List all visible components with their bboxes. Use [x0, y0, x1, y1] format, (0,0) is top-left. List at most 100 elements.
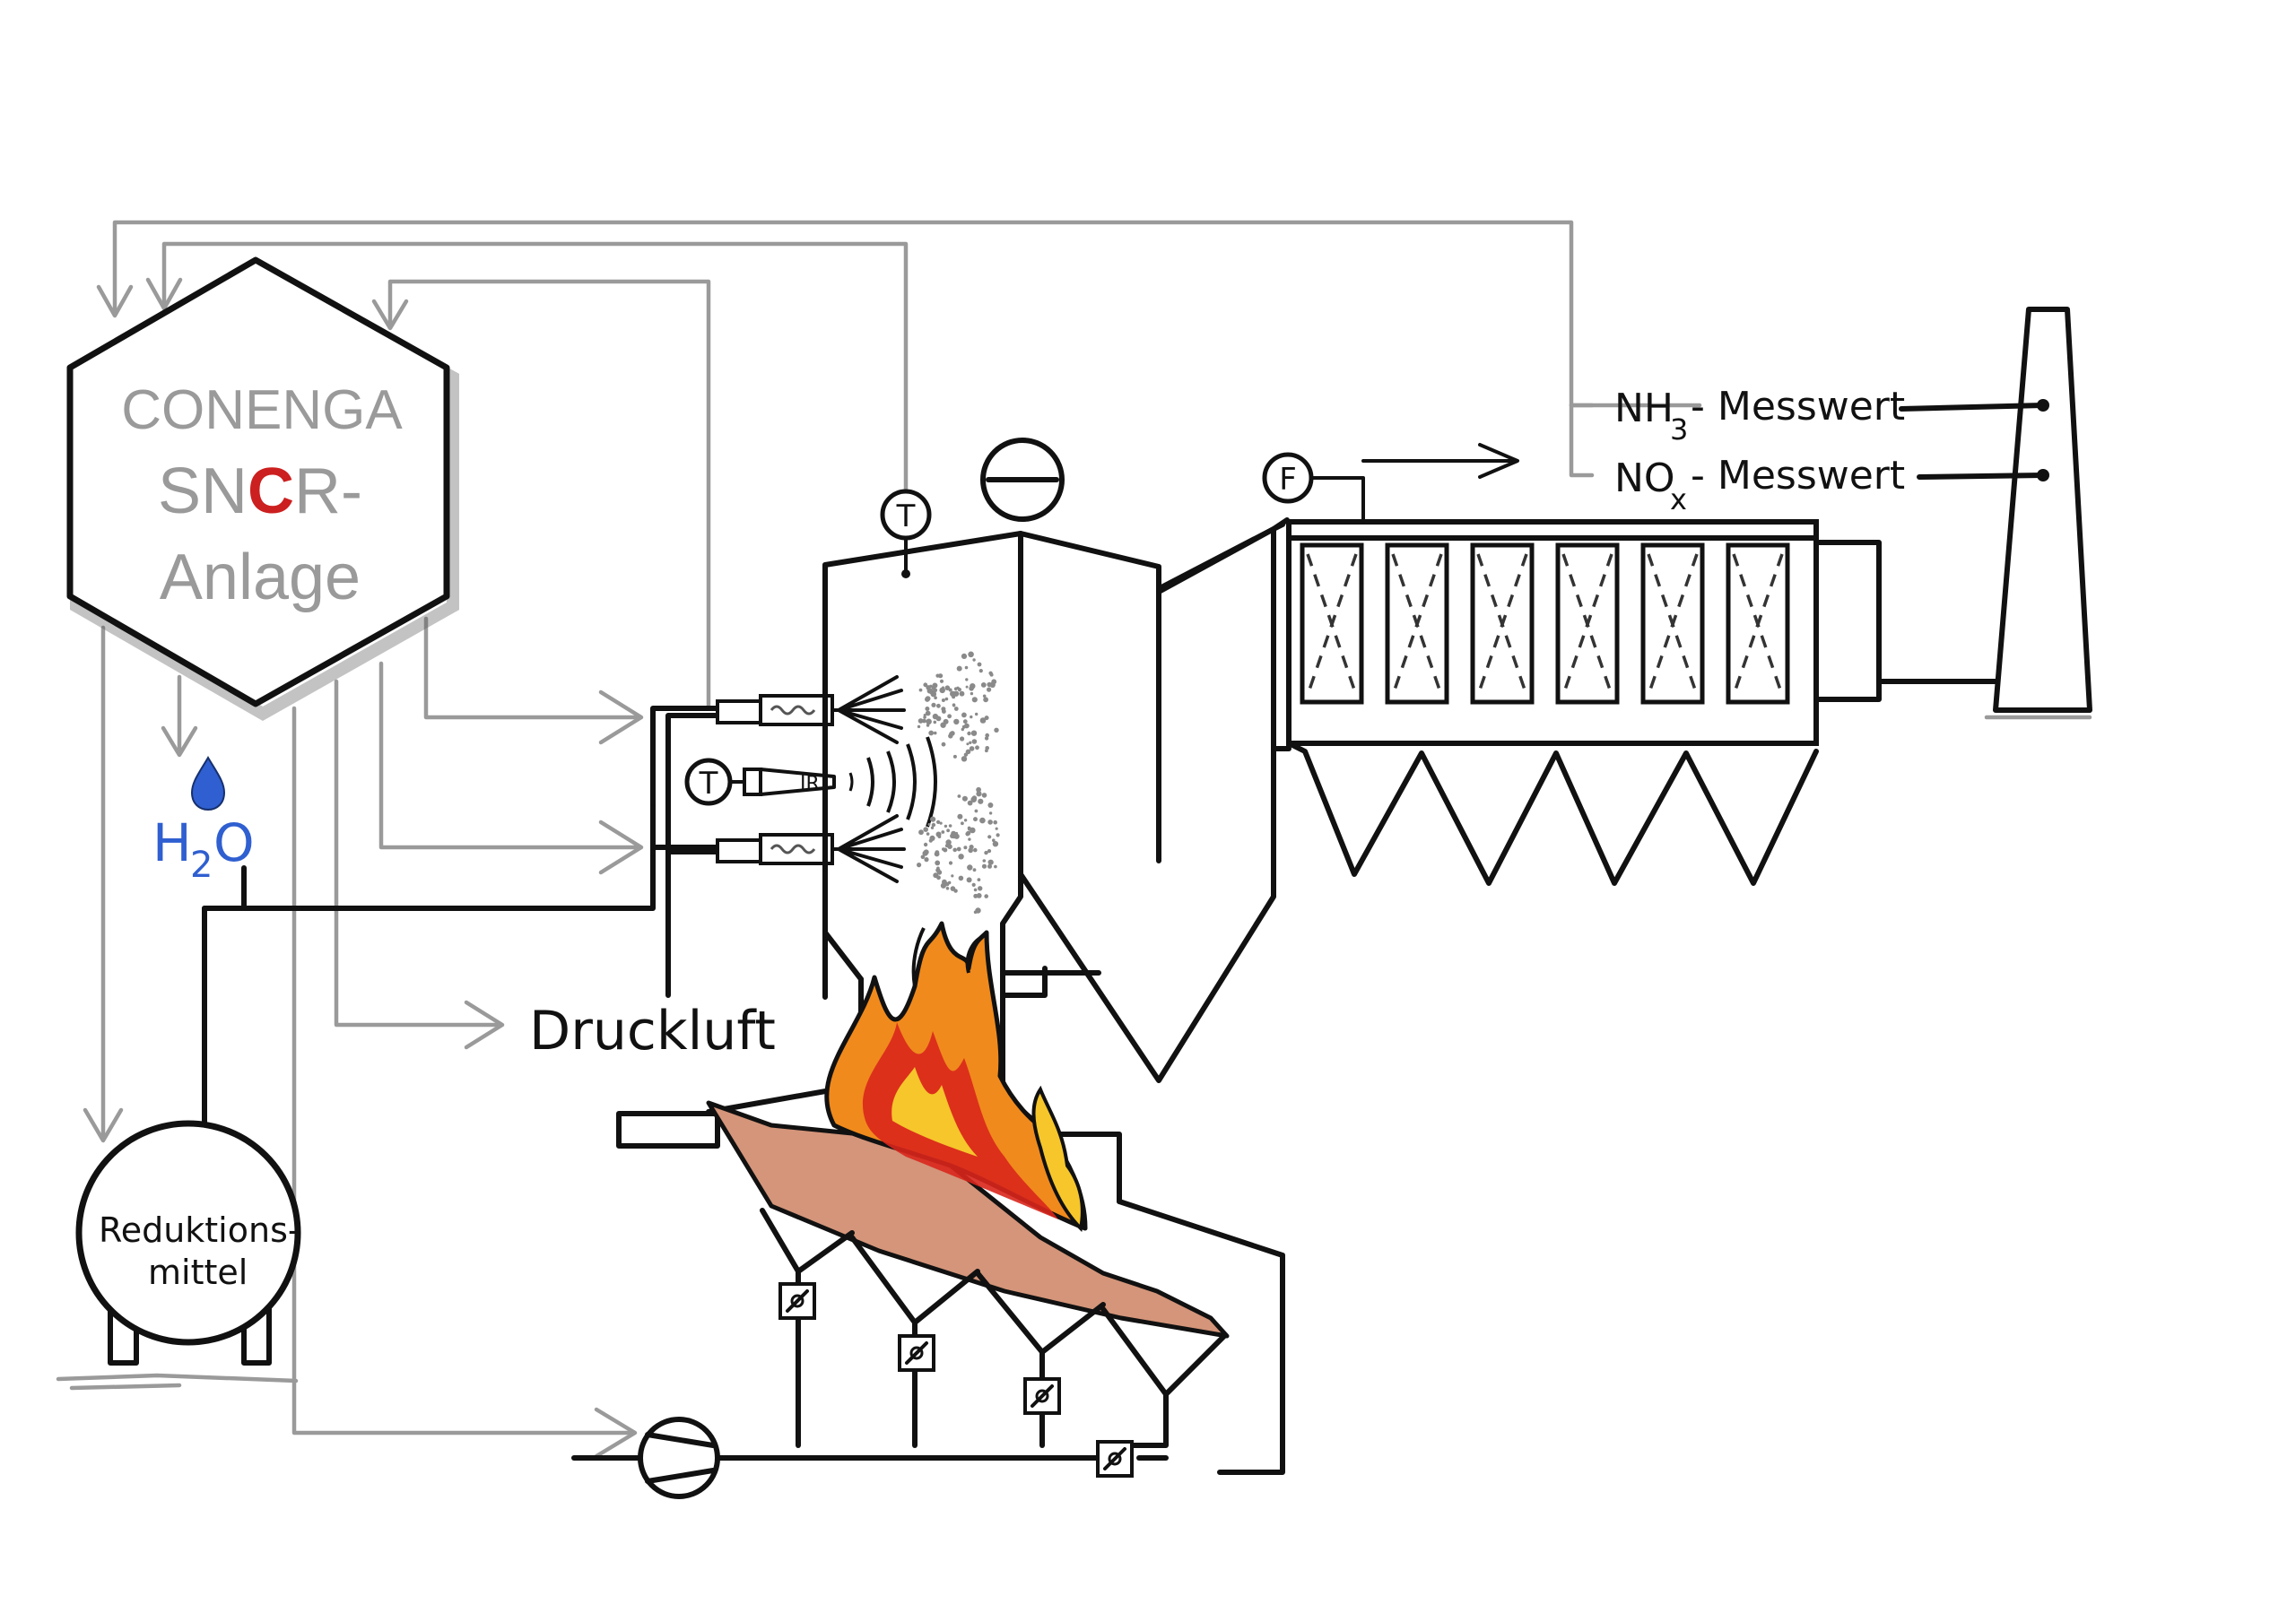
- spray-droplet: [970, 715, 973, 719]
- spray-droplet: [952, 847, 957, 853]
- spray-droplet: [939, 821, 943, 825]
- spray-droplet: [968, 651, 974, 658]
- spray-droplet: [940, 882, 946, 889]
- spray-droplet: [975, 712, 978, 716]
- bag-filter: F: [1262, 443, 1998, 886]
- spray-droplet: [983, 697, 988, 703]
- spray-droplet: [994, 727, 999, 733]
- spray-droplet: [969, 741, 972, 744]
- spray-droplet: [960, 736, 965, 742]
- spray-droplet: [967, 731, 971, 736]
- water-label-o: O: [213, 812, 255, 873]
- spray-droplet: [984, 736, 989, 741]
- spray-droplet: [971, 739, 978, 744]
- spray-droplet: [928, 730, 935, 736]
- spray-droplet: [942, 847, 945, 851]
- fire-flames: [824, 921, 1088, 1233]
- spray-droplet: [987, 802, 994, 808]
- spray-droplet: [948, 733, 953, 739]
- spray-droplet: [952, 754, 957, 759]
- reduktionsmittel-tank: Reduktions- mittel: [56, 1120, 301, 1391]
- water-supply: H 2 O: [152, 756, 255, 911]
- spray-droplet: [963, 846, 968, 850]
- spray-droplet: [951, 874, 954, 878]
- spray-droplet: [993, 820, 997, 825]
- spray-droplet: [941, 707, 946, 712]
- spray-droplet: [925, 710, 931, 716]
- spray-droplet: [995, 827, 998, 830]
- spray-droplet: [996, 833, 1000, 837]
- spray-droplet: [944, 685, 951, 690]
- spray-droplet: [992, 841, 999, 847]
- spray-droplet: [994, 864, 997, 869]
- spray-droplet: [944, 824, 948, 828]
- spray-droplet: [926, 718, 932, 725]
- spray-droplet: [947, 714, 952, 719]
- spray-droplet: [961, 756, 968, 762]
- spray-droplet: [935, 716, 942, 722]
- spray-droplet: [944, 697, 949, 701]
- spray-droplet: [987, 687, 992, 692]
- spray-droplet: [935, 831, 942, 837]
- spray-droplet: [961, 653, 968, 660]
- spray-droplet: [953, 687, 958, 690]
- chimney-stack: [1899, 307, 2092, 720]
- spray-droplet: [918, 718, 924, 724]
- control-signal-lines: [83, 220, 1702, 1459]
- ir-label: IR: [800, 773, 820, 795]
- spray-droplet: [971, 882, 976, 888]
- spray-droplet: [978, 669, 983, 673]
- spray-droplet: [953, 707, 959, 711]
- signal-line-druckluft: [334, 679, 500, 1028]
- brand-sn: SN: [158, 455, 248, 527]
- spray-droplet: [917, 863, 922, 868]
- spray-droplet: [979, 817, 986, 824]
- spray-droplet: [940, 722, 946, 728]
- spray-droplet: [957, 794, 961, 798]
- spray-droplet: [970, 691, 974, 696]
- spray-droplet: [956, 665, 962, 672]
- spray-droplet: [936, 866, 940, 871]
- spray-droplet: [985, 746, 989, 750]
- spray-droplet: [973, 817, 978, 822]
- damper-valve-2: [898, 1334, 935, 1372]
- spray-droplet: [938, 673, 944, 679]
- spray-droplet: [933, 688, 938, 693]
- signal-line-temperature: [161, 241, 909, 500]
- spray-droplet: [923, 716, 926, 719]
- spray-droplet: [964, 665, 969, 670]
- signal-line-injector-upper: [423, 616, 639, 720]
- spray-droplet: [969, 686, 974, 691]
- spray-droplet: [923, 842, 928, 847]
- spray-droplet: [953, 889, 958, 893]
- combustion-grate: [571, 1100, 1230, 1499]
- druckluft-label: Druckluft: [529, 1000, 776, 1063]
- spray-droplet: [918, 829, 924, 836]
- spray-droplet: [925, 707, 930, 711]
- signal-line-measurement: [112, 220, 1702, 408]
- spray-droplet: [970, 796, 977, 802]
- spray-droplet: [953, 718, 960, 725]
- spray-droplet: [967, 864, 973, 871]
- spray-droplet: [976, 893, 982, 898]
- filter-bag-cross: [1561, 553, 1613, 696]
- spray-droplet: [977, 878, 981, 881]
- spray-droplet: [971, 697, 978, 703]
- spray-droplet: [917, 724, 921, 729]
- spray-droplet: [924, 857, 929, 863]
- nh3-label-main: NH: [1614, 386, 1674, 431]
- nox-label-sub: x: [1670, 482, 1687, 516]
- reagent-spray-upper: [917, 651, 999, 762]
- spray-droplet: [961, 795, 968, 802]
- svg-text:SNCR-: SNCR-: [158, 455, 362, 527]
- nh3-label-suffix: - Messwert: [1691, 384, 1905, 429]
- spray-droplet: [970, 827, 976, 834]
- spray-droplet: [930, 826, 935, 829]
- spray-droplet: [936, 875, 941, 880]
- spray-droplet: [936, 870, 943, 875]
- signal-line-pump: [291, 706, 635, 1436]
- spray-droplet: [930, 816, 936, 822]
- tank-label-line1: Reduktions-: [99, 1210, 300, 1250]
- water-label-sub: 2: [190, 845, 213, 886]
